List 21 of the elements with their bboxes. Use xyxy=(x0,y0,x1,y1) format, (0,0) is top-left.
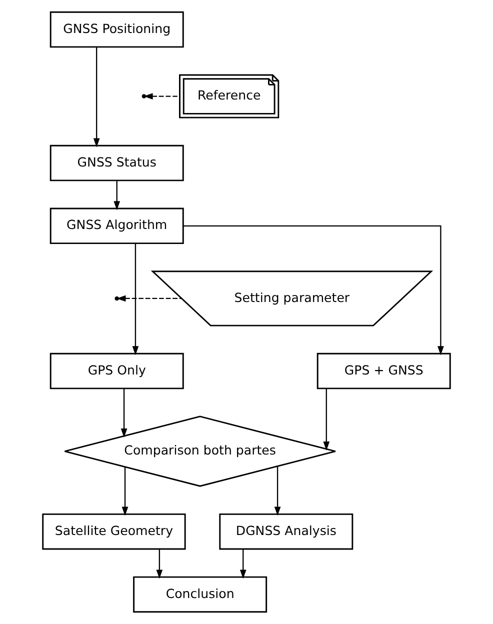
arrow xyxy=(274,466,281,516)
arrow xyxy=(114,180,120,210)
node-box: GNSS Algorithm xyxy=(50,208,184,244)
arrow xyxy=(122,467,128,516)
node-box: GPS Only xyxy=(50,352,184,390)
node-box: Satellite Geometry xyxy=(42,513,186,550)
node-box: GPS + GNSS xyxy=(316,352,451,390)
arrow xyxy=(120,388,128,438)
arrow xyxy=(132,243,139,356)
arrow xyxy=(144,93,180,100)
arrow xyxy=(156,549,163,579)
arrow xyxy=(93,46,100,148)
node-box: Conclusion xyxy=(133,576,268,613)
arrow xyxy=(240,549,246,579)
node-diamond: Comparison both partes xyxy=(64,416,336,487)
node-box: DGNSS Analysis xyxy=(219,513,354,550)
arrow xyxy=(323,388,330,451)
arrow xyxy=(116,295,182,302)
arrow xyxy=(183,225,444,356)
node-box: GNSS Positioning xyxy=(50,11,184,48)
node-box: GNSS Status xyxy=(50,144,184,182)
